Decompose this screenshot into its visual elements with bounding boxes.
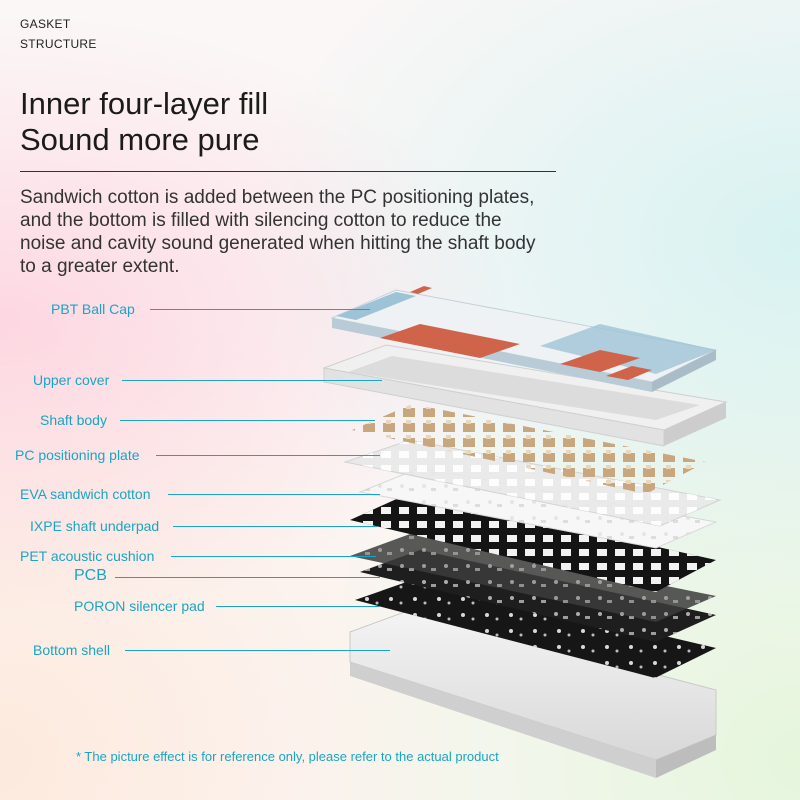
leader-ixpe-shaft-underpad (173, 526, 378, 527)
switches-layer (352, 404, 706, 494)
section-eyebrow: GASKET STRUCTURE (20, 14, 97, 54)
leader-upper-cover (122, 380, 382, 381)
leader-bottom-shell (125, 650, 390, 651)
page-headline: Inner four-layer fill Sound more pure (20, 86, 268, 158)
ixpe-underpad-layer (350, 492, 716, 592)
headline-line-1: Inner four-layer fill (20, 86, 269, 121)
label-pet-acoustic-cushion: PET acoustic cushion (20, 548, 155, 564)
label-upper-cover: Upper cover (33, 372, 110, 388)
label-shaft-body: Shaft body (40, 412, 107, 428)
label-pc-positioning-plate: PC positioning plate (15, 447, 140, 463)
upper-cover-layer (322, 344, 728, 447)
eyebrow-line-2: STRUCTURE (20, 37, 97, 51)
pc-plate-layer (343, 439, 722, 527)
leader-eva-sandwich-cotton (168, 494, 380, 495)
eva-cotton-layer (358, 467, 718, 549)
description-text: Sandwich cotton is added between the PC … (20, 187, 536, 277)
label-pbt-ball-cap: PBT Ball Cap (51, 301, 135, 317)
leader-pbt-ball-cap (150, 309, 370, 310)
leader-shaft-body (120, 420, 375, 421)
headline-line-2: Sound more pure (20, 122, 260, 157)
label-poron-silencer-pad: PORON silencer pad (74, 598, 205, 614)
label-bottom-shell: Bottom shell (33, 642, 111, 658)
eyebrow-line-1: GASKET (20, 17, 71, 31)
poron-pad-layer (355, 578, 716, 678)
leader-pet-acoustic-cushion (171, 556, 376, 557)
divider (20, 171, 556, 172)
keycaps-layer (330, 286, 718, 392)
leader-pcb (115, 577, 380, 578)
pet-cushion-layer (350, 534, 716, 622)
leader-poron-silencer-pad (216, 606, 380, 607)
label-eva-sandwich-cotton: EVA sandwich cotton (20, 486, 151, 502)
label-ixpe-shaft-underpad: IXPE shaft underpad (30, 518, 160, 534)
disclaimer-footnote: * The picture effect is for reference on… (76, 749, 499, 764)
leader-pc-positioning-plate (156, 455, 380, 456)
label-pcb: PCB (74, 567, 107, 584)
